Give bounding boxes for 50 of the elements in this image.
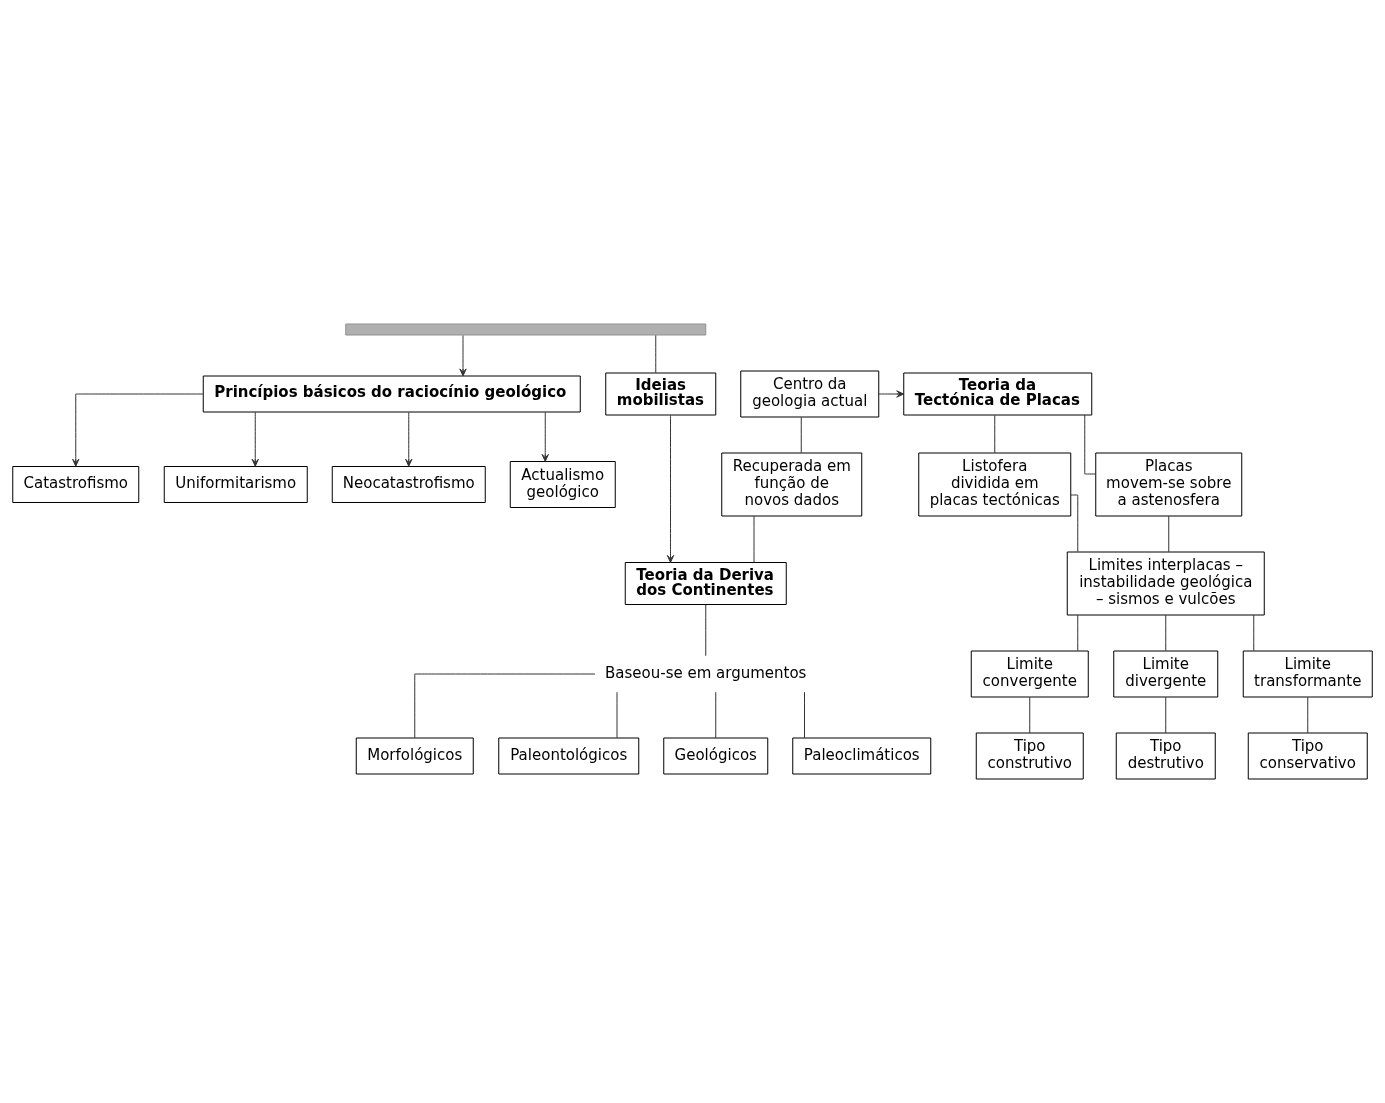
node-box: Tipo destrutivo	[1115, 732, 1216, 780]
arrow	[459, 334, 467, 377]
arrow	[541, 411, 549, 462]
connector	[753, 515, 755, 563]
connector	[715, 691, 717, 739]
node-box: Limites interplacas – instabilidade geológica – sismos e vulcões	[1066, 551, 1265, 616]
node-box: Neocatastrofismo	[331, 466, 486, 503]
node-box: Actualismo geológico	[509, 461, 616, 508]
node-box: Tipo conservativo	[1247, 732, 1368, 780]
node-text: Baseou-se em argumentos	[605, 663, 807, 682]
connector	[1029, 696, 1031, 734]
node-box: Placas movem-se sobre a astenosfera	[1095, 452, 1243, 517]
node-box: Catastrofismo	[12, 466, 140, 503]
node-box: Centro da geologia actual	[740, 370, 880, 418]
connector	[1165, 614, 1167, 652]
node-box: Paleontológicos	[498, 737, 640, 775]
arrow	[405, 411, 413, 467]
connector	[1307, 696, 1309, 734]
arrow	[878, 390, 905, 398]
node-box: Recuperada em função de novos dados	[721, 452, 863, 517]
connector	[414, 673, 596, 739]
arrow	[251, 411, 259, 467]
node-box: Teoria da Tectónica de Placas	[903, 372, 1093, 416]
connector	[1165, 696, 1167, 734]
arrow	[666, 414, 675, 563]
node-box: Tipo construtivo	[975, 732, 1084, 780]
node-box: Limite convergente	[970, 650, 1089, 698]
connector	[616, 691, 618, 739]
connector	[1168, 515, 1170, 553]
node-box: Paleoclimáticos	[792, 737, 932, 775]
connector	[705, 604, 707, 657]
connector	[1253, 614, 1255, 652]
connector	[994, 414, 996, 454]
connector	[655, 334, 657, 374]
connector	[1077, 614, 1079, 652]
node-box: Princípios básicos do raciocínio geológico	[202, 375, 581, 413]
node-box: Uniformitarismo	[163, 466, 308, 503]
node-box: Limite divergente	[1113, 650, 1219, 698]
node-box: Listofera dividida em placas tectónicas	[918, 452, 1072, 517]
arrow	[72, 393, 204, 467]
node-box: Teoria da Deriva dos Continentes	[624, 562, 787, 605]
connector	[804, 691, 805, 739]
node-box: Morfológicos	[355, 737, 474, 775]
connector	[1070, 494, 1079, 553]
connector	[1084, 414, 1097, 475]
node-box: Geológicos	[663, 737, 769, 775]
node-box: Limite transformante	[1242, 650, 1373, 698]
node-bar	[345, 323, 707, 336]
connector	[800, 416, 802, 454]
node-box: Ideias mobilistas	[605, 372, 717, 416]
